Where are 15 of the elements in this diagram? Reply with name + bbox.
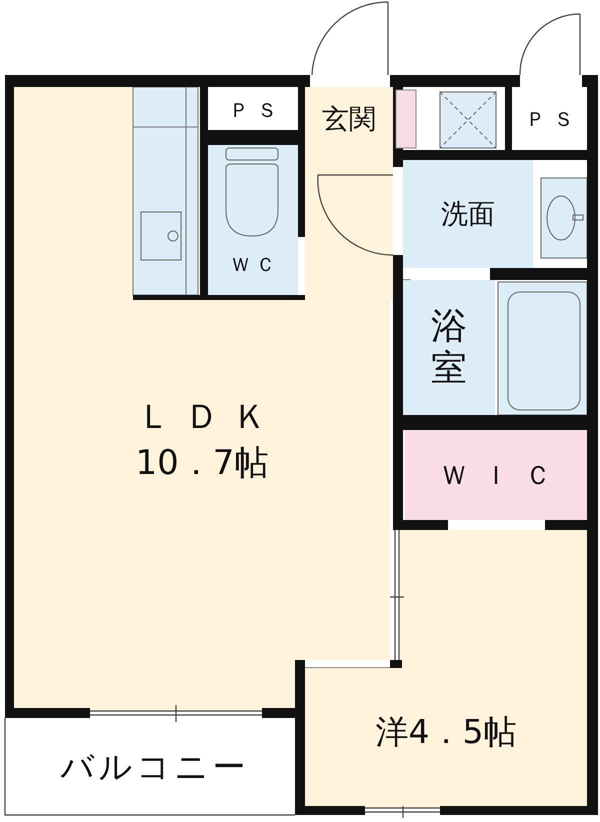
room-area	[405, 430, 587, 520]
room-label: 洗面	[441, 198, 495, 232]
room-label: ＷＩＣ	[441, 460, 567, 492]
room-area	[403, 280, 495, 415]
room-label: ＬＤＫ	[137, 396, 281, 439]
room-label: 浴室	[431, 306, 467, 389]
room-label: ＰＳ	[229, 96, 285, 124]
room-area	[305, 668, 587, 806]
room-label: 10．7帖	[136, 442, 268, 485]
room-label: ＷＣ	[231, 253, 281, 278]
room-label: 洋4．5帖	[376, 710, 516, 752]
room-label: ＰＳ	[526, 106, 582, 132]
room-area	[403, 160, 533, 268]
room-label: 玄関	[322, 103, 376, 137]
room-label: バルコニー	[60, 746, 250, 788]
